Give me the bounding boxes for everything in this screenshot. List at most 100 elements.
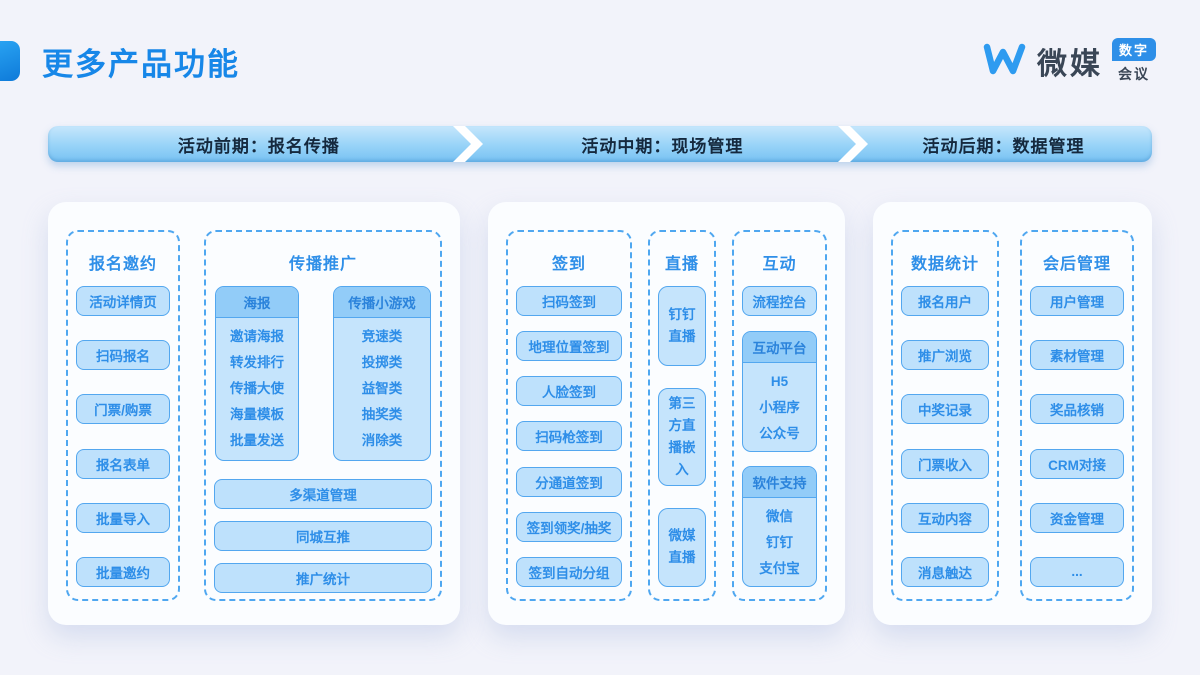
feature-item: 多渠道管理	[214, 479, 432, 509]
group-title: 互动	[762, 256, 797, 273]
card-item: 投掷类	[361, 355, 403, 370]
card-item: 批量发送	[230, 433, 284, 448]
brand-name: 微媒	[1036, 48, 1103, 81]
phase-flow-banner: 活动前期：报名传播 活动中期：现场管理 活动后期：数据管理	[48, 126, 1152, 162]
software-support-card: 软件支持 微信 钉钉 支付宝	[742, 466, 817, 587]
card-item: 传播大使	[230, 381, 284, 396]
card-item: 公众号	[759, 425, 800, 441]
chevron-right-icon	[452, 126, 483, 162]
feature-list: 扫码签到 地理位置签到 人脸签到 扫码枪签到 分通道签到 签到领奖/抽奖 签到自…	[516, 286, 622, 587]
group-registration-invite: 报名邀约 活动详情页 扫码报名 门票/购票 报名表单 批量导入 批量邀约	[66, 230, 180, 601]
feature-item: 推广浏览	[901, 340, 989, 371]
title-block: 更多产品功能	[0, 39, 240, 84]
group-title: 传播推广	[288, 256, 357, 273]
slide-header: 更多产品功能 微媒 数字 会议	[0, 36, 1156, 86]
card-item: 转发排行	[230, 355, 284, 370]
feature-item: 互动内容	[901, 502, 989, 533]
feature-item: 用户管理	[1030, 286, 1124, 316]
feature-item: 流程控台	[742, 286, 817, 316]
card-header: 海报	[216, 287, 298, 318]
poster-card: 海报 邀请海报 转发排行 传播大使 海量模板 批量发送	[215, 286, 299, 461]
card-body: 微信 钉钉 支付宝	[743, 498, 816, 586]
group-title: 报名邀约	[88, 256, 157, 273]
logo-badge: 数字	[1111, 38, 1156, 61]
card-item: 小程序	[759, 399, 800, 415]
feature-item: 消息触达	[901, 556, 989, 587]
feature-item: 地理位置签到	[516, 331, 622, 362]
card-header: 软件支持	[743, 467, 816, 498]
feature-item: 钉钉直播	[658, 286, 706, 366]
brand-logo: 微媒 数字 会议	[982, 38, 1156, 84]
card-header: 互动平台	[743, 331, 816, 363]
card-item: 益智类	[361, 381, 403, 396]
group-checkin: 签到 扫码签到 地理位置签到 人脸签到 扫码枪签到 分通道签到 签到领奖/抽奖 …	[506, 230, 632, 601]
interaction-platform-card: 互动平台 H5 小程序 公众号	[742, 330, 817, 452]
card-item: 邀请海报	[230, 329, 284, 344]
phase-pre-event: 活动前期：报名传播	[177, 136, 340, 156]
group-title: 签到	[551, 256, 586, 273]
card-item: 竞速类	[361, 329, 403, 344]
feature-item: 报名用户	[901, 286, 989, 316]
group-title: 会后管理	[1042, 256, 1111, 273]
feature-item: 推广统计	[214, 563, 432, 593]
page-title: 更多产品功能	[42, 46, 240, 82]
card-item: 抽奖类	[361, 407, 403, 422]
feature-item: 微媒直播	[658, 507, 706, 587]
group-post-meeting-management: 会后管理 用户管理 素材管理 奖品核销 CRM对接 资金管理 ...	[1020, 230, 1134, 601]
logo-subtitle: 会议	[1117, 66, 1150, 82]
group-live-stream: 直播 钉钉直播 第三方直播嵌入 微媒直播	[648, 230, 716, 601]
chevron-right-icon	[838, 126, 869, 162]
feature-list: 流程控台 互动平台 H5 小程序 公众号 软件支持 微信 钉钉 支付宝	[742, 286, 817, 587]
card-body: H5 小程序 公众号	[743, 363, 816, 451]
feature-item: 活动详情页	[76, 286, 170, 316]
promotion-wide-items: 多渠道管理 同城互推 推广统计	[214, 479, 432, 593]
phase-post-event: 活动后期：数据管理	[922, 136, 1085, 156]
feature-item: 第三方直播嵌入	[658, 387, 706, 486]
feature-list: 用户管理 素材管理 奖品核销 CRM对接 资金管理 ...	[1030, 286, 1124, 587]
phase-mid-event: 活动中期：现场管理	[581, 136, 744, 156]
card-item: 微信	[766, 509, 793, 524]
feature-item: 中奖记录	[901, 394, 989, 425]
feature-list: 报名用户 推广浏览 中奖记录 门票收入 互动内容 消息触达	[901, 286, 989, 587]
promotion-cards: 海报 邀请海报 转发排行 传播大使 海量模板 批量发送 传播小游戏 竞速类 投掷…	[214, 286, 432, 461]
feature-item: 批量邀约	[76, 556, 170, 587]
card-item: H5	[770, 373, 789, 389]
group-title: 数据统计	[910, 256, 979, 273]
logo-suffix-block: 数字 会议	[1111, 38, 1156, 84]
card-item: 消除类	[361, 433, 403, 448]
feature-item: 资金管理	[1030, 502, 1124, 533]
card-item: 海量模板	[230, 407, 284, 422]
feature-item: 扫码枪签到	[516, 421, 622, 452]
card-header: 传播小游戏	[334, 287, 430, 318]
card-item: 钉钉	[766, 535, 793, 550]
card-body: 邀请海报 转发排行 传播大使 海量模板 批量发送	[216, 318, 298, 460]
feature-item: 奖品核销	[1030, 394, 1124, 425]
card-item: 支付宝	[759, 561, 800, 576]
feature-item: 批量导入	[76, 502, 170, 533]
wemedia-logo-icon	[982, 40, 1028, 83]
feature-item: CRM对接	[1030, 448, 1124, 479]
panel-mid-event: 签到 扫码签到 地理位置签到 人脸签到 扫码枪签到 分通道签到 签到领奖/抽奖 …	[488, 202, 845, 625]
group-title: 直播	[664, 256, 699, 273]
feature-item: 门票收入	[901, 448, 989, 479]
group-promotion: 传播推广 海报 邀请海报 转发排行 传播大使 海量模板 批量发送 传播小游戏 竞…	[204, 230, 442, 601]
group-interaction: 互动 流程控台 互动平台 H5 小程序 公众号 软件支持 微信 钉钉	[732, 230, 827, 601]
feature-item: 同城互推	[214, 521, 432, 551]
feature-item: 人脸签到	[516, 376, 622, 407]
feature-item: 报名表单	[76, 448, 170, 479]
group-data-statistics: 数据统计 报名用户 推广浏览 中奖记录 门票收入 互动内容 消息触达	[891, 230, 999, 601]
feature-list: 钉钉直播 第三方直播嵌入 微媒直播	[658, 286, 706, 587]
feature-item: 签到领奖/抽奖	[516, 511, 622, 542]
panel-post-event: 数据统计 报名用户 推广浏览 中奖记录 门票收入 互动内容 消息触达 会后管理 …	[873, 202, 1152, 625]
card-body: 竞速类 投掷类 益智类 抽奖类 消除类	[334, 318, 430, 460]
title-accent-bar	[0, 41, 20, 81]
feature-panels: 报名邀约 活动详情页 扫码报名 门票/购票 报名表单 批量导入 批量邀约 传播推…	[48, 202, 1152, 625]
feature-item: 扫码报名	[76, 340, 170, 371]
feature-item: 扫码签到	[516, 286, 622, 316]
mini-games-card: 传播小游戏 竞速类 投掷类 益智类 抽奖类 消除类	[333, 286, 431, 461]
feature-item: 签到自动分组	[516, 556, 622, 587]
feature-list: 活动详情页 扫码报名 门票/购票 报名表单 批量导入 批量邀约	[76, 286, 170, 587]
feature-item: 分通道签到	[516, 466, 622, 497]
feature-item: 素材管理	[1030, 340, 1124, 371]
feature-item: ...	[1030, 556, 1124, 587]
